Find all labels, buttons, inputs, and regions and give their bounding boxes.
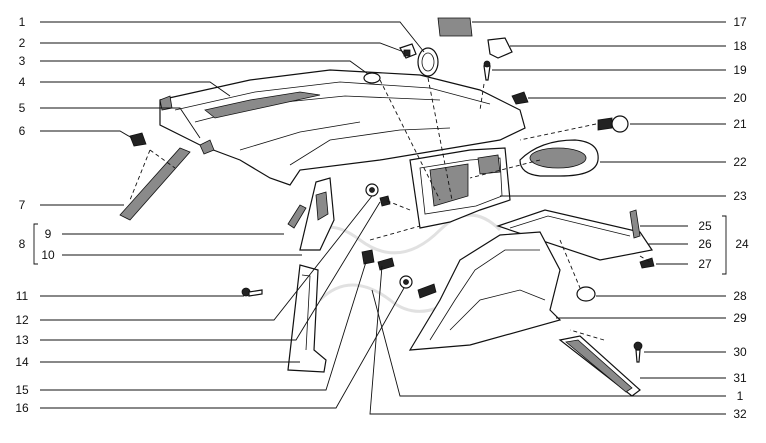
assembly-guide-lines: [129, 77, 651, 341]
callout-label: 23: [733, 189, 747, 203]
callout-label: 22: [733, 155, 747, 169]
callout-label: 6: [19, 124, 26, 138]
callout-label: 21: [733, 117, 747, 131]
callout-label: 27: [698, 257, 712, 271]
callout-label: 1: [19, 15, 26, 29]
callout-label: 3: [19, 54, 26, 68]
group-bracket-8: [33, 223, 38, 265]
callout-label: 28: [733, 289, 747, 303]
clip: [511, 91, 529, 105]
callout-label: 5: [19, 101, 26, 115]
cover-cap: [363, 72, 381, 84]
b-pillar-lower-trim: [287, 264, 327, 373]
rear-quarter-panel: [409, 147, 511, 229]
callout-label: 26: [698, 237, 712, 251]
callout-label: 9: [45, 227, 52, 241]
callout-label: 1: [737, 389, 744, 403]
shelf-strip: [629, 209, 641, 239]
screw: [633, 341, 643, 363]
callout-label: 18: [733, 39, 747, 53]
callout-label: 11: [16, 289, 29, 303]
screw: [241, 287, 263, 297]
push-fastener: [597, 115, 629, 133]
callout-label: 17: [733, 15, 747, 29]
callout-label: 14: [15, 355, 29, 369]
callout-label: 31: [733, 371, 747, 385]
cap: [399, 275, 413, 289]
clip: [365, 183, 379, 197]
parcel-shelf: [496, 209, 654, 261]
sill-strip: [558, 335, 641, 397]
callout-label: 30: [733, 345, 747, 359]
callout-label: 10: [41, 248, 55, 262]
callout-label: 7: [19, 198, 26, 212]
group-bracket-24: [722, 215, 727, 275]
a-pillar-trim: [119, 147, 191, 221]
plug-button: [576, 286, 596, 302]
callout-label: 4: [19, 75, 26, 89]
callout-label: 12: [15, 313, 29, 327]
small-trim-strip: [287, 204, 307, 229]
clip: [129, 132, 147, 147]
callouts-right: 17 18 19 20 21 22 23 25 24 26 27 28 29 3…: [698, 15, 749, 421]
callouts-left: 1 2 3 4 5 6 7 9 8 10 11 12 13 14 15 16: [15, 15, 55, 415]
callout-label: 32: [733, 407, 747, 421]
light-bracket: [399, 43, 417, 59]
screw: [377, 257, 395, 271]
spring-nut: [361, 249, 375, 265]
shelf-pin: [639, 257, 655, 269]
interior-light: [417, 47, 439, 77]
callout-label: 20: [733, 91, 747, 105]
callout-label: 2: [19, 36, 26, 50]
foam-block: [437, 17, 473, 37]
callout-label: 19: [733, 63, 747, 77]
hook-bracket: [487, 37, 513, 59]
callout-label: 24: [735, 237, 749, 251]
callout-label: 16: [15, 401, 29, 415]
trunk-side-trim: [408, 231, 562, 351]
callout-label: 25: [698, 219, 712, 233]
b-pillar-upper-trim: [299, 177, 335, 251]
speaker-grille: [519, 139, 599, 177]
callout-label: 29: [733, 311, 747, 325]
screw: [483, 60, 491, 81]
screw: [417, 283, 437, 299]
callout-label: 15: [15, 383, 29, 397]
callout-label: 13: [15, 333, 29, 347]
leader-lines: [40, 21, 726, 415]
callout-label: 8: [19, 237, 26, 251]
clip: [379, 195, 391, 207]
